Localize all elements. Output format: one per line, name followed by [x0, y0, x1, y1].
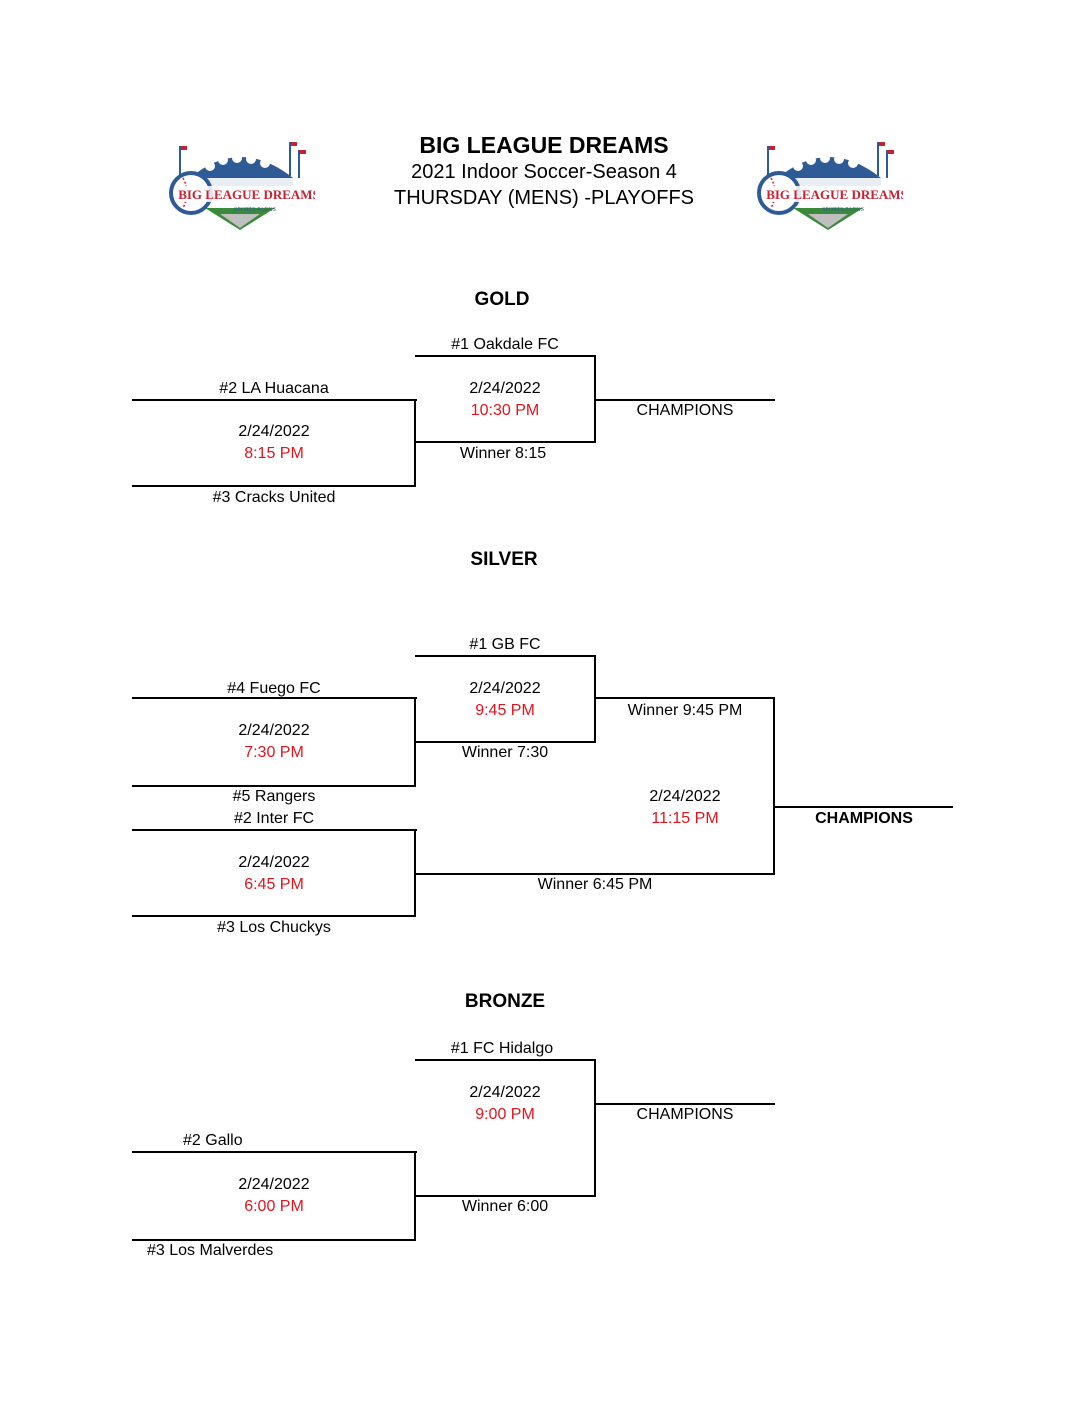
bracket-line [595, 399, 775, 401]
bracket-line [595, 697, 775, 699]
bracket-line [595, 1103, 775, 1105]
bracket-line [132, 697, 417, 699]
team-seed-4: #4 Fuego FC [227, 680, 321, 697]
page-subtitle: 2021 Indoor Soccer-Season 4 [411, 161, 677, 183]
gold-section-title: GOLD [474, 289, 530, 310]
team-seed-1: #1 FC Hidalgo [450, 1040, 554, 1057]
match-date: 2/24/2022 [469, 380, 541, 397]
match-time: 7:30 PM [244, 744, 304, 761]
match-date: 2/24/2022 [469, 1084, 541, 1101]
winner-label: Winner 6:00 [461, 1198, 549, 1215]
match-time: 9:00 PM [475, 1106, 535, 1123]
team-seed-1: #1 Oakdale FC [451, 336, 559, 353]
match-date: 2/24/2022 [238, 423, 310, 440]
bracket-line [132, 399, 417, 401]
bracket-line [414, 399, 416, 487]
bracket-line [415, 1059, 596, 1061]
team-seed-2: #2 Gallo [183, 1132, 243, 1149]
match-date: 2/24/2022 [649, 788, 721, 805]
logo-infield [808, 214, 848, 228]
page-title: BIG LEAGUE DREAMS [419, 132, 669, 158]
team-seed-3: #3 Cracks United [212, 489, 336, 506]
champions-label: CHAMPIONS [636, 1106, 734, 1123]
bracket-line [415, 655, 596, 657]
winner-label: Winner 7:30 [461, 744, 549, 761]
team-seed-1: #1 GB FC [469, 636, 541, 653]
match-date: 2/24/2022 [469, 680, 541, 697]
winner-label: Winner 9:45 PM [627, 702, 743, 719]
bracket-line [415, 873, 775, 875]
match-date: 2/24/2022 [238, 854, 310, 871]
match-date: 2/24/2022 [238, 722, 310, 739]
bracket-line [132, 1239, 416, 1241]
bracket-line [415, 441, 596, 443]
team-seed-3: #3 Los Chuckys [217, 919, 331, 936]
silver-section-title: SILVER [470, 549, 538, 570]
bracket-line [132, 1151, 417, 1153]
match-time: 6:00 PM [244, 1198, 304, 1215]
bracket-line [132, 785, 416, 787]
bracket-line [415, 1195, 596, 1197]
winner-label: Winner 6:45 PM [537, 876, 653, 893]
bracket-line [415, 741, 596, 743]
match-time: 9:45 PM [475, 702, 535, 719]
bracket-line [132, 485, 416, 487]
match-time: 8:15 PM [244, 445, 304, 462]
team-seed-3: #3 Los Malverdes [147, 1242, 274, 1259]
logo-text: BIG LEAGUE DREAMS [178, 187, 315, 202]
bracket-line [594, 655, 596, 743]
logo-subtext: SPORTS PARKS [234, 207, 276, 213]
bracket-line [775, 806, 953, 808]
bracket-line [132, 829, 417, 831]
bracket-line [414, 1151, 416, 1241]
bronze-section-title: BRONZE [464, 991, 546, 1012]
team-seed-2: #2 Inter FC [233, 810, 315, 827]
logo-subtext: SPORTS PARKS [822, 207, 864, 213]
bracket-line [132, 915, 416, 917]
bracket-line [773, 697, 775, 875]
champions-label: CHAMPIONS [636, 402, 734, 419]
match-time: 11:15 PM [651, 810, 719, 827]
bracket-line [594, 1059, 596, 1197]
champions-label: CHAMPIONS [815, 810, 913, 827]
logo-infield [220, 214, 260, 228]
page-subtitle-2: THURSDAY (MENS) -PLAYOFFS [393, 187, 695, 209]
winner-label: Winner 8:15 [459, 445, 547, 462]
team-seed-2: #2 LA Huacana [219, 380, 329, 397]
logo-text: BIG LEAGUE DREAMS [766, 187, 903, 202]
match-date: 2/24/2022 [238, 1176, 310, 1193]
match-time: 10:30 PM [470, 402, 540, 419]
team-seed-5: #5 Rangers [232, 788, 316, 805]
big-league-dreams-logo-right: BIG LEAGUE DREAMS SPORTS PARKS [757, 142, 903, 230]
bracket-line [415, 355, 596, 357]
big-league-dreams-logo-left: BIG LEAGUE DREAMS SPORTS PARKS [169, 142, 315, 230]
bracket-line [414, 697, 416, 787]
match-time: 6:45 PM [244, 876, 304, 893]
